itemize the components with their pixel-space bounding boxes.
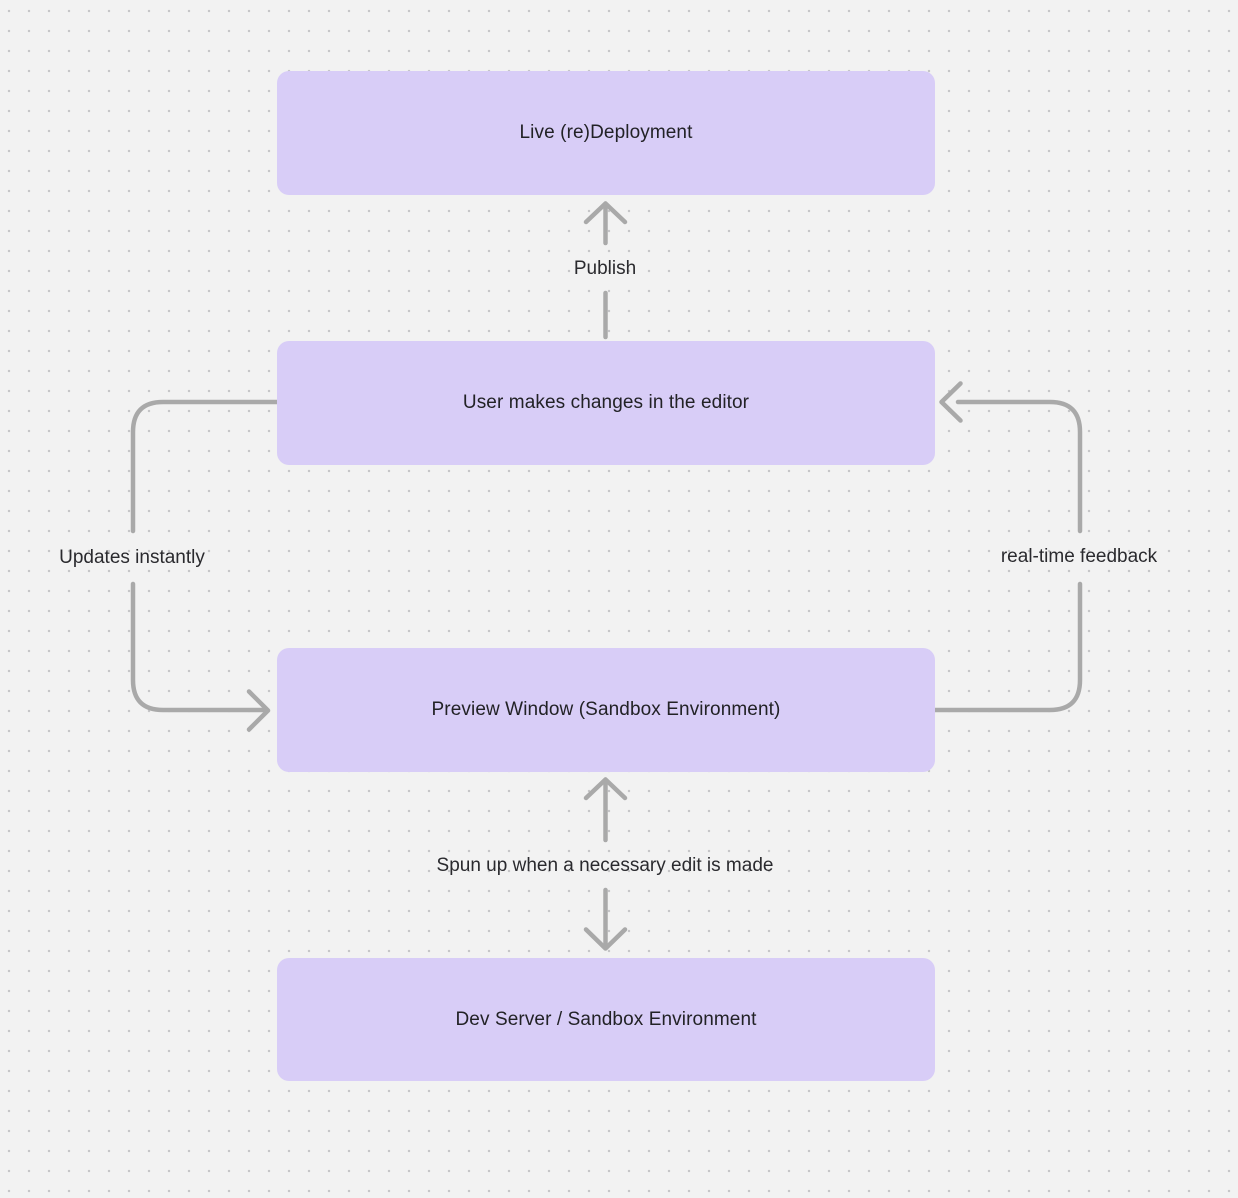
edge-label-spun-up: Spun up when a necessary edit is made	[436, 855, 774, 876]
arrowhead-down-icon	[583, 927, 628, 951]
node-user-editor-label: User makes changes in the editor	[462, 392, 750, 413]
node-dev-server: Dev Server / Sandbox Environment	[277, 958, 935, 1081]
arrowhead-up-icon	[583, 777, 628, 801]
node-preview-window: Preview Window (Sandbox Environment)	[277, 648, 935, 772]
node-dev-server-label: Dev Server / Sandbox Environment	[455, 1008, 757, 1030]
arrowhead-up-icon	[583, 201, 628, 225]
node-preview-window-label: Preview Window (Sandbox Environment)	[431, 699, 781, 720]
edge-label-updates-instantly: Updates instantly	[59, 547, 205, 568]
node-live-deployment: Live (re)Deployment	[277, 71, 935, 195]
arrowhead-left-icon	[939, 381, 963, 423]
node-live-deployment-label: Live (re)Deployment	[519, 122, 693, 143]
arrowhead-right-icon	[246, 689, 271, 732]
edge-label-real-time-feedback: real-time feedback	[1000, 546, 1158, 567]
node-user-editor: User makes changes in the editor	[277, 341, 935, 465]
edge-label-publish: Publish	[573, 258, 637, 279]
